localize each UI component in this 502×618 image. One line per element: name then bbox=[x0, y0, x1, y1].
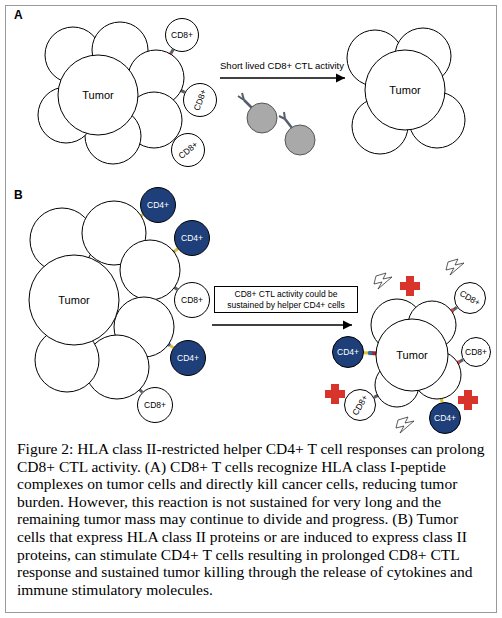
cd4-helper-cell: CD4+ bbox=[174, 220, 210, 256]
cd8-ctl-cell: CD8+ bbox=[165, 18, 199, 52]
tumor-label: Tumor bbox=[58, 294, 89, 306]
cell-label: CD8+ bbox=[171, 30, 193, 40]
lightning-bolt bbox=[374, 273, 392, 289]
figure-caption: Figure 2: HLA class II-restricted helper… bbox=[17, 440, 485, 598]
tumor-cell bbox=[29, 255, 119, 345]
tumor-label: Tumor bbox=[82, 89, 113, 101]
cytokine-cross bbox=[400, 276, 420, 296]
cell-label: CD4+ bbox=[434, 413, 456, 423]
cell-label: CD8+ bbox=[465, 347, 487, 357]
cytokine-cross bbox=[458, 390, 478, 410]
cell-label: CD8+ bbox=[350, 393, 370, 417]
cd4-helper-cell: CD4+ bbox=[429, 402, 461, 434]
tumor-cell bbox=[120, 240, 180, 300]
cell-label: CD8+ bbox=[192, 88, 209, 112]
cell-label: CD4+ bbox=[181, 233, 203, 243]
cd8-ctl-cell: CD8+ bbox=[137, 387, 173, 423]
boxed-arrow-label: CD8+ CTL activity could be sustained by … bbox=[214, 286, 358, 313]
cd4-helper-cell: CD4+ bbox=[170, 340, 206, 376]
tumor-cell bbox=[376, 319, 448, 391]
cd8-ctl-cell: CD8+ bbox=[454, 282, 486, 314]
caption-text: Figure 2: HLA class II-restricted helper… bbox=[17, 440, 484, 598]
stimulatory-bolts bbox=[374, 259, 464, 433]
tumor-cluster: Tumor bbox=[345, 28, 467, 156]
process-arrow bbox=[212, 324, 352, 325]
cd4-helper-cell: CD4+ bbox=[332, 336, 364, 368]
lightning-bolt bbox=[396, 417, 414, 433]
cell-label: CD8+ bbox=[144, 400, 166, 410]
cd8-ctl-cell: CD8+ bbox=[174, 282, 210, 318]
cd8-ctl-cell: CD8+ bbox=[461, 337, 491, 367]
receptor-stick bbox=[285, 119, 292, 128]
cd8-ctl-cell: CD8+ bbox=[344, 389, 376, 421]
dead-cd8-cell bbox=[247, 103, 277, 133]
cd4-helper-cell: CD4+ bbox=[140, 187, 176, 223]
process-arrow bbox=[220, 77, 345, 78]
tumor-label: Tumor bbox=[389, 84, 420, 96]
cd8-ctl-cell: CD8+ bbox=[171, 133, 205, 167]
dead-cell bbox=[279, 112, 315, 155]
cell-label: CD8+ bbox=[458, 288, 482, 308]
arrow-label: Short lived CD8+ CTL activity bbox=[220, 60, 344, 71]
tumor-cell bbox=[58, 55, 138, 135]
panel-letter: A bbox=[14, 8, 23, 22]
cell-label: CD4+ bbox=[177, 353, 199, 363]
cell-label: CD8+ bbox=[176, 139, 199, 161]
cell-label: CD8+ bbox=[181, 295, 203, 305]
cytokine-cross bbox=[325, 384, 345, 404]
cell-label: CD4+ bbox=[147, 200, 169, 210]
peptide bbox=[368, 351, 372, 355]
tumor-cell bbox=[365, 50, 445, 130]
panel-letter: B bbox=[14, 188, 23, 202]
dead-cell bbox=[238, 93, 277, 133]
receptor-stick bbox=[244, 100, 252, 108]
receptor-stick bbox=[284, 112, 285, 119]
cell-label: CD4+ bbox=[337, 347, 359, 357]
lightning-bolt bbox=[446, 259, 464, 275]
receptor-stick bbox=[242, 93, 244, 100]
figure-frame bbox=[6, 6, 497, 613]
dead-cd8-cell bbox=[285, 125, 315, 155]
cd8-ctl-cell: CD8+ bbox=[183, 83, 217, 117]
tumor-label: Tumor bbox=[396, 349, 427, 361]
